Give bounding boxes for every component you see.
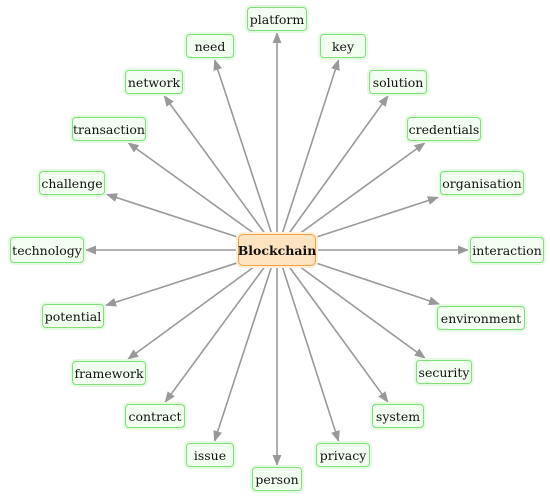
node-need: need (186, 34, 234, 58)
node-person: person (252, 467, 302, 491)
edge-arrow-solution (288, 95, 389, 234)
node-solution: solution (369, 70, 427, 94)
node-challenge: challenge (39, 171, 105, 195)
edge-arrow-key (281, 58, 340, 234)
edge-arrow-challenge (105, 193, 238, 238)
edge-arrow-privacy (281, 266, 340, 443)
node-potential: potential (42, 304, 104, 328)
node-security: security (416, 360, 472, 384)
node-key: key (320, 34, 366, 58)
node-privacy: privacy (316, 443, 370, 467)
edge-arrow-security (299, 266, 426, 359)
edge-arrow-credentials (299, 142, 426, 234)
node-platform: platform (247, 7, 307, 31)
edge-arrow-potential (104, 262, 238, 307)
node-issue: issue (186, 443, 234, 467)
edge-arrow-organisation (316, 196, 440, 238)
edge-arrow-system (288, 266, 389, 403)
node-transaction: transaction (72, 117, 146, 141)
edge-arrow-contract (164, 266, 266, 403)
edge-arrow-framework (127, 266, 255, 360)
edge-arrow-issue (213, 266, 273, 443)
edge-arrow-environment (316, 262, 441, 306)
center-node-blockchain: Blockchain (238, 234, 316, 266)
edge-arrow-need (213, 58, 273, 234)
node-organisation: organisation (440, 171, 524, 195)
node-environment: environment (437, 306, 525, 330)
node-framework: framework (72, 361, 146, 385)
node-technology: technology (10, 237, 84, 263)
node-system: system (372, 404, 424, 428)
edge-arrow-transaction (127, 142, 254, 234)
edge-arrow-network (163, 95, 266, 234)
node-interaction: interaction (470, 237, 544, 263)
node-credentials: credentials (407, 117, 481, 141)
node-network: network (125, 70, 183, 94)
node-contract: contract (125, 404, 185, 428)
